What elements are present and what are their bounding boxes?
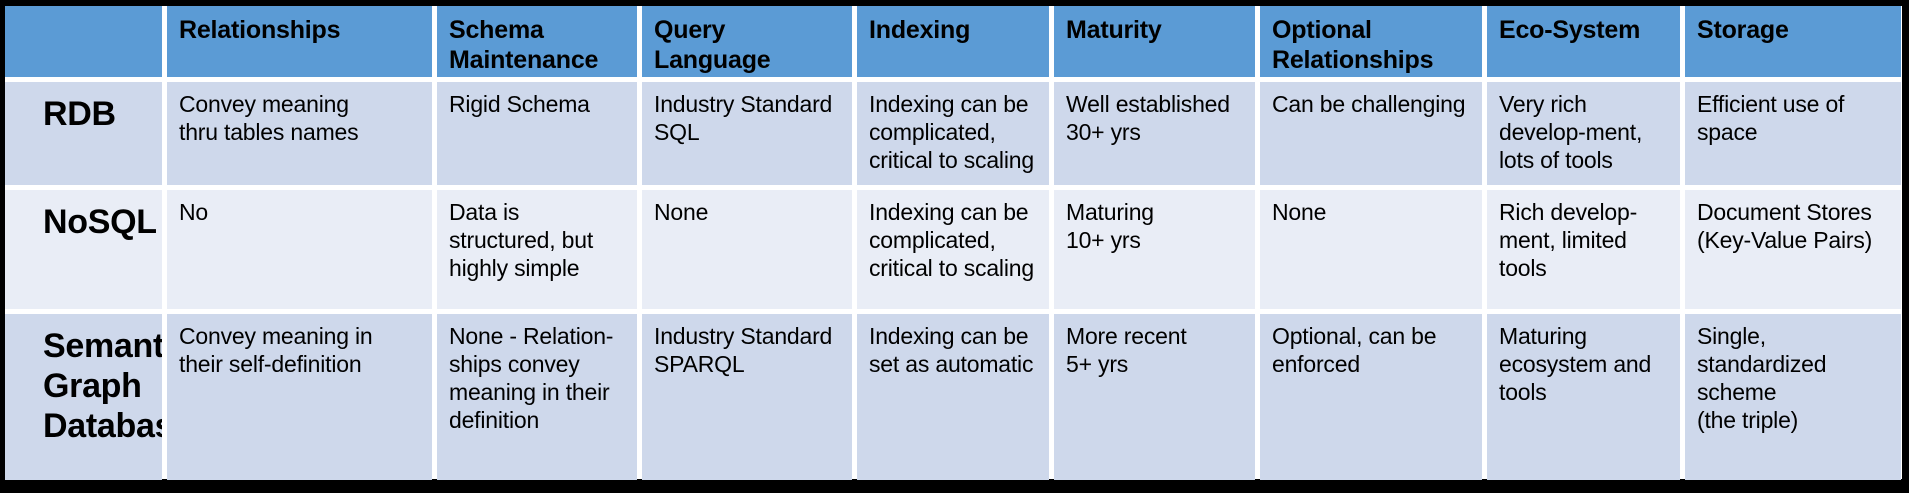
cell-rdb-relationships: Convey meaning thru tables names	[167, 82, 432, 185]
cell-semantic-graph-database-maturity: More recent 5+ yrs	[1054, 314, 1255, 480]
cell-rdb-query-language: Industry Standard SQL	[642, 82, 852, 185]
header-cell-query-language: Query Language	[642, 6, 852, 77]
cell-semantic-graph-database-eco-system: Maturing ecosystem and tools	[1487, 314, 1680, 480]
header-cell-relationships: Relationships	[167, 6, 432, 77]
header-cell-storage: Storage	[1685, 6, 1901, 77]
header-cell-eco-system: Eco-System	[1487, 6, 1680, 77]
cell-semantic-graph-database-storage: Single, standardized scheme (the triple)	[1685, 314, 1901, 480]
row-label-nosql: NoSQL	[5, 190, 162, 309]
cell-nosql-maturity: Maturing 10+ yrs	[1054, 190, 1255, 309]
cell-nosql-optional-relationships: None	[1260, 190, 1482, 309]
row-label-rdb: RDB	[5, 82, 162, 185]
cell-rdb-maturity: Well established 30+ yrs	[1054, 82, 1255, 185]
cell-semantic-graph-database-optional-relationships: Optional, can be enforced	[1260, 314, 1482, 480]
cell-nosql-storage: Document Stores (Key-Value Pairs)	[1685, 190, 1901, 309]
cell-rdb-optional-relationships: Can be challenging	[1260, 82, 1482, 185]
cell-semantic-graph-database-query-language: Industry Standard SPARQL	[642, 314, 852, 480]
header-cell-maturity: Maturity	[1054, 6, 1255, 77]
header-cell-schema-maintenance: Schema Maintenance	[437, 6, 637, 77]
cell-nosql-eco-system: Rich develop- ment, limited tools	[1487, 190, 1680, 309]
header-cell-indexing: Indexing	[857, 6, 1049, 77]
cell-rdb-schema-maintenance: Rigid Schema	[437, 82, 637, 185]
cell-nosql-relationships: No	[167, 190, 432, 309]
cell-nosql-indexing: Indexing can be complicated, critical to…	[857, 190, 1049, 309]
cell-semantic-graph-database-indexing: Indexing can be set as automatic	[857, 314, 1049, 480]
header-cell-blank	[5, 6, 162, 77]
cell-semantic-graph-database-relationships: Convey meaning in their self-definition	[167, 314, 432, 480]
cell-rdb-storage: Efficient use of space	[1685, 82, 1901, 185]
header-cell-optional-relationships: Optional Relationships	[1260, 6, 1482, 77]
cell-nosql-schema-maintenance: Data is structured, but highly simple	[437, 190, 637, 309]
cell-semantic-graph-database-schema-maintenance: None - Relation- ships convey meaning in…	[437, 314, 637, 480]
cell-rdb-eco-system: Very rich develop-ment, lots of tools	[1487, 82, 1680, 185]
cell-nosql-query-language: None	[642, 190, 852, 309]
cell-rdb-indexing: Indexing can be complicated, critical to…	[857, 82, 1049, 185]
row-label-semantic-graph-database: Semantic Graph Database	[5, 314, 162, 480]
